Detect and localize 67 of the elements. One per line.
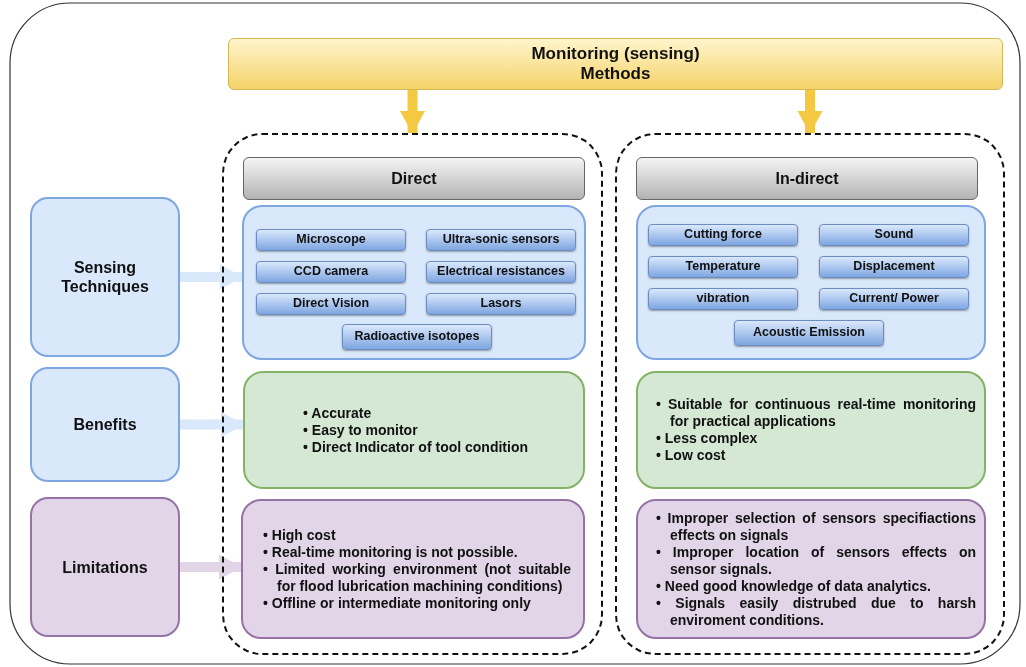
category-label: Benefits — [73, 415, 137, 434]
limitations-box — [241, 499, 585, 639]
header-bar — [243, 157, 585, 200]
bullet-item: • Improper location of sensors effects on sensor signals. — [656, 543, 976, 578]
block-arrow — [180, 412, 244, 437]
tag-box — [426, 293, 576, 315]
bullet-item: • Offline or intermediate monitoring only — [263, 594, 532, 612]
tag-label: Cutting force — [684, 227, 762, 243]
tag-box — [256, 229, 406, 251]
tag-label: Direct Vision — [292, 296, 370, 312]
tag-label: Electrical resistances — [437, 264, 565, 280]
tag-box — [342, 324, 492, 350]
bullet-item: • Easy to monitor — [303, 421, 419, 439]
tag-box — [426, 229, 576, 251]
bullet-item: • Suitable for continuous real-time monitoring for practical applications — [656, 396, 976, 430]
bullet-item: • Real-time monitoring is not possible. — [263, 543, 519, 561]
category-box — [30, 197, 180, 357]
bullet-item: • Direct Indicator of tool condition — [303, 438, 529, 456]
tag-label: Radioactive isotopes — [354, 329, 480, 345]
benefits-box — [636, 371, 986, 489]
bullet-item: • Need good knowledge of data analytics. — [656, 577, 932, 595]
dashed-group-frame — [222, 133, 603, 655]
block-arrow — [400, 90, 425, 134]
tag-box — [256, 261, 406, 283]
category-label: Sensing Techniques — [60, 258, 150, 296]
category-label: Limitations — [62, 557, 148, 577]
tag-box — [819, 256, 969, 278]
block-arrow — [180, 264, 243, 290]
block-arrow — [797, 90, 823, 134]
tag-box — [648, 288, 798, 310]
bullet-item: • Low cost — [656, 447, 727, 464]
dashed-group-frame — [615, 133, 1005, 655]
header-label: Direct — [391, 169, 437, 188]
tag-label: CCD camera — [293, 264, 369, 280]
category-box — [30, 497, 180, 637]
benefits-box — [243, 371, 585, 489]
bullet-item: • Signals easily distrubed due to harsh enviroment conditions. — [656, 594, 976, 629]
bullet-item: • Accurate — [303, 404, 373, 422]
tag-box — [819, 288, 969, 310]
tag-label: Current/ Power — [849, 291, 939, 307]
tag-box — [819, 224, 969, 246]
header-bar — [636, 157, 978, 200]
panel-box — [636, 205, 986, 360]
bullet-item: • Improper selection of sensors specifiactions effects on signals — [656, 509, 976, 544]
tag-label: Ultra-sonic sensors — [442, 232, 560, 248]
category-box — [30, 367, 180, 482]
bullet-item: • Limited working environment (not suitable for flood lubrication machining conditions) — [263, 560, 571, 595]
banner-title: Monitoring (sensing) Methods — [530, 44, 701, 84]
tag-label: Displacement — [853, 259, 935, 275]
panel-box — [242, 205, 586, 360]
tag-box — [648, 256, 798, 278]
header-label: In-direct — [775, 169, 839, 188]
title-banner — [228, 38, 1003, 90]
block-arrow — [180, 554, 242, 580]
tag-label: Lasors — [480, 296, 522, 312]
tag-label: Sound — [874, 227, 914, 243]
tag-label: Microscope — [296, 232, 366, 248]
bullet-item: • High cost — [263, 526, 337, 544]
tag-box — [648, 224, 798, 246]
tag-label: Acoustic Emission — [753, 325, 865, 341]
tag-box — [426, 261, 576, 283]
tag-box — [734, 320, 884, 346]
tag-label: Temperature — [685, 259, 761, 275]
limitations-box — [636, 499, 986, 639]
tag-box — [256, 293, 406, 315]
tag-label: vibration — [696, 291, 750, 307]
bullet-item: • Less complex — [656, 430, 759, 447]
